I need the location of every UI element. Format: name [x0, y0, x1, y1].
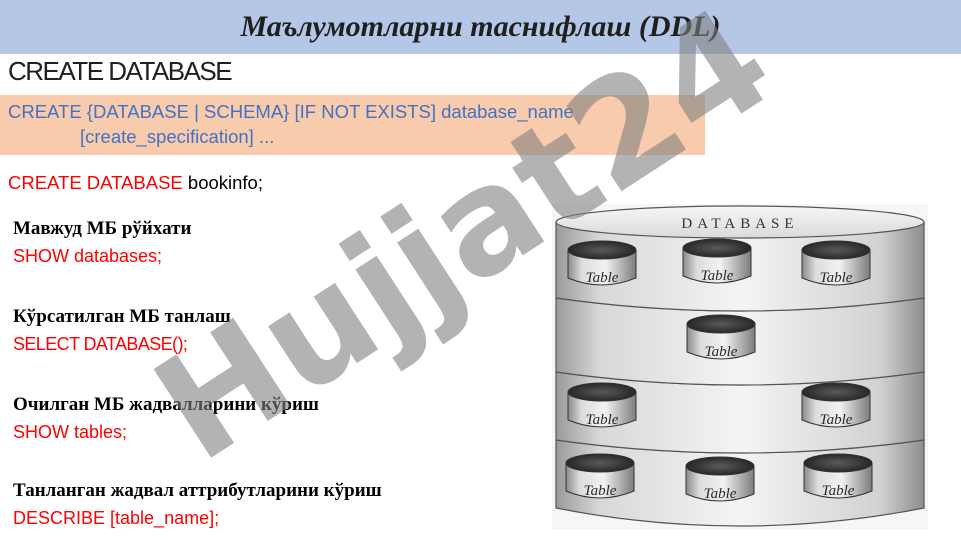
section-heading: Кўрсатилган МБ танлаш [13, 306, 231, 327]
example-statement: CREATE DATABASE bookinfo; [8, 172, 263, 194]
table-cylinder: Table [565, 453, 635, 499]
example-keyword: CREATE DATABASE [8, 172, 183, 193]
table-cylinder: Table [685, 456, 755, 502]
table-label: Table [705, 344, 738, 360]
table-label: Table [820, 412, 853, 428]
syntax-box: CREATE {DATABASE | SCHEMA} [IF NOT EXIST… [0, 95, 705, 155]
table-cylinder: Table [801, 382, 871, 428]
table-label: Table [704, 486, 737, 502]
create-database-heading: CREATE DATABASE [8, 56, 233, 86]
section-heading: Очилган МБ жадвалларини кўриш [13, 394, 319, 415]
example-name: bookinfo; [182, 172, 263, 193]
section-command: SHOW databases; [13, 246, 163, 266]
table-cylinder: Table [567, 240, 637, 286]
table-label: Table [586, 270, 619, 286]
table-label: Table [822, 483, 855, 499]
table-label: Table [701, 268, 734, 284]
section-command: SHOW tables; [13, 422, 128, 442]
table-label: Table [584, 483, 617, 499]
table-cylinder: Table [567, 382, 637, 428]
table-label: Table [820, 270, 853, 286]
table-cylinder: Table [686, 314, 756, 360]
table-cylinder: Table [801, 240, 871, 286]
section-heading: Мавжуд МБ рўйхати [13, 218, 192, 239]
syntax-line-1: CREATE {DATABASE | SCHEMA} [IF NOT EXIST… [8, 101, 574, 122]
slide-title: Маълумотларни таснифлаш (DDL) [240, 10, 721, 43]
section-command: DESCRIBE [table_name]; [13, 508, 220, 528]
database-diagram: DATABASE Table Table Table Table Table T… [552, 204, 928, 530]
database-label: DATABASE [681, 216, 798, 232]
table-cylinder: Table [682, 238, 752, 284]
section-command: SELECT DATABASE(); [13, 334, 188, 354]
table-cylinder: Table [803, 453, 873, 499]
section-heading: Танланган жадвал аттрибутларини кўриш [13, 480, 382, 501]
syntax-line-2: [create_specification] ... [80, 126, 275, 147]
table-label: Table [586, 412, 619, 428]
title-bar: Маълумотларни таснифлаш (DDL) [0, 0, 961, 54]
